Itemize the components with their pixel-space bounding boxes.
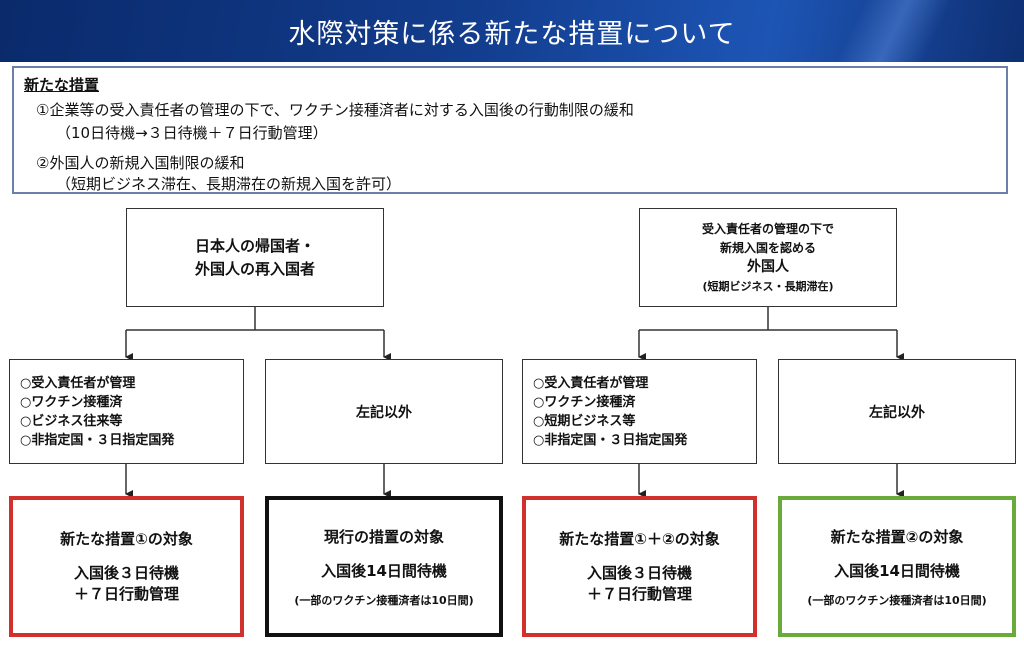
result-line-2: ＋７日行動管理 — [586, 585, 692, 603]
new-entrants-line-3: 外国人 — [747, 258, 789, 275]
result-line-1: 入国後14日間待機 — [321, 561, 447, 580]
result-line-1: 入国後３日待機 — [586, 564, 692, 582]
other-box-right: 左記以外 — [778, 359, 1016, 464]
other-right-label: 左記以外 — [869, 404, 925, 421]
result-title: 新たな措置②の対象 — [830, 527, 964, 546]
summary-label: 新たな措置 — [24, 76, 100, 94]
result-note: (一部のワクチン接種済者は10日間) — [294, 593, 474, 607]
condition-item: ○ワクチン接種済 — [533, 394, 636, 410]
summary-item-1-sub: （10日待機→３日待機＋７日行動管理） — [56, 124, 328, 142]
result-title: 新たな措置①＋②の対象 — [559, 530, 720, 548]
condition-item: ○受入責任者が管理 — [533, 375, 649, 391]
returnees-box: 日本人の帰国者・ 外国人の再入国者 — [126, 208, 384, 307]
header-banner: 水際対策に係る新たな措置について — [0, 0, 1024, 62]
result-box-measure-2: 新たな措置②の対象 入国後14日間待機 (一部のワクチン接種済者は10日間) — [778, 496, 1016, 637]
condition-item: ○非指定国・３日指定国発 — [20, 432, 175, 448]
result-box-measure-1: 新たな措置①の対象 入国後３日待機 ＋７日行動管理 — [9, 496, 244, 637]
new-entrants-line-4: (短期ビジネス・長期滞在) — [702, 279, 834, 293]
result-line-1: 入国後14日間待機 — [834, 561, 960, 580]
result-line-2: ＋７日行動管理 — [73, 585, 179, 603]
summary-box: 新たな措置 ①企業等の受入責任者の管理の下で、ワクチン接種済者に対する入国後の行… — [12, 66, 1008, 194]
conditions-box-right: ○受入責任者が管理 ○ワクチン接種済 ○短期ビジネス等 ○非指定国・３日指定国発 — [522, 359, 757, 464]
returnees-line-2: 外国人の再入国者 — [194, 259, 315, 278]
result-box-measure-1-2: 新たな措置①＋②の対象 入国後３日待機 ＋７日行動管理 — [522, 496, 757, 637]
summary-item-2: ②外国人の新規入国制限の緩和 — [36, 154, 245, 172]
other-left-label: 左記以外 — [356, 404, 412, 421]
new-entrants-line-1: 受入責任者の管理の下で — [701, 221, 834, 236]
new-entrants-line-2: 新規入国を認める — [719, 240, 816, 255]
summary-item-1: ①企業等の受入責任者の管理の下で、ワクチン接種済者に対する入国後の行動制限の緩和 — [36, 101, 634, 119]
result-line-1: 入国後３日待機 — [73, 564, 179, 582]
condition-item: ○ビジネス往来等 — [20, 413, 123, 429]
condition-item: ○ワクチン接種済 — [20, 394, 123, 410]
condition-item: ○非指定国・３日指定国発 — [533, 432, 688, 448]
result-title: 新たな措置①の対象 — [60, 530, 193, 548]
condition-item: ○受入責任者が管理 — [20, 375, 136, 391]
result-box-current: 現行の措置の対象 入国後14日間待機 (一部のワクチン接種済者は10日間) — [265, 496, 503, 637]
page-title: 水際対策に係る新たな措置について — [288, 19, 736, 50]
condition-item: ○短期ビジネス等 — [533, 413, 636, 429]
result-note: (一部のワクチン接種済者は10日間) — [807, 593, 987, 607]
new-entrants-box: 受入責任者の管理の下で 新規入国を認める 外国人 (短期ビジネス・長期滞在) — [639, 208, 897, 307]
summary-item-2-sub: （短期ビジネス滞在、長期滞在の新規入国を許可） — [56, 175, 402, 193]
conditions-box-left: ○受入責任者が管理 ○ワクチン接種済 ○ビジネス往来等 ○非指定国・３日指定国発 — [9, 359, 244, 464]
result-title: 現行の措置の対象 — [323, 527, 444, 546]
other-box-left: 左記以外 — [265, 359, 503, 464]
returnees-line-1: 日本人の帰国者・ — [194, 236, 315, 255]
